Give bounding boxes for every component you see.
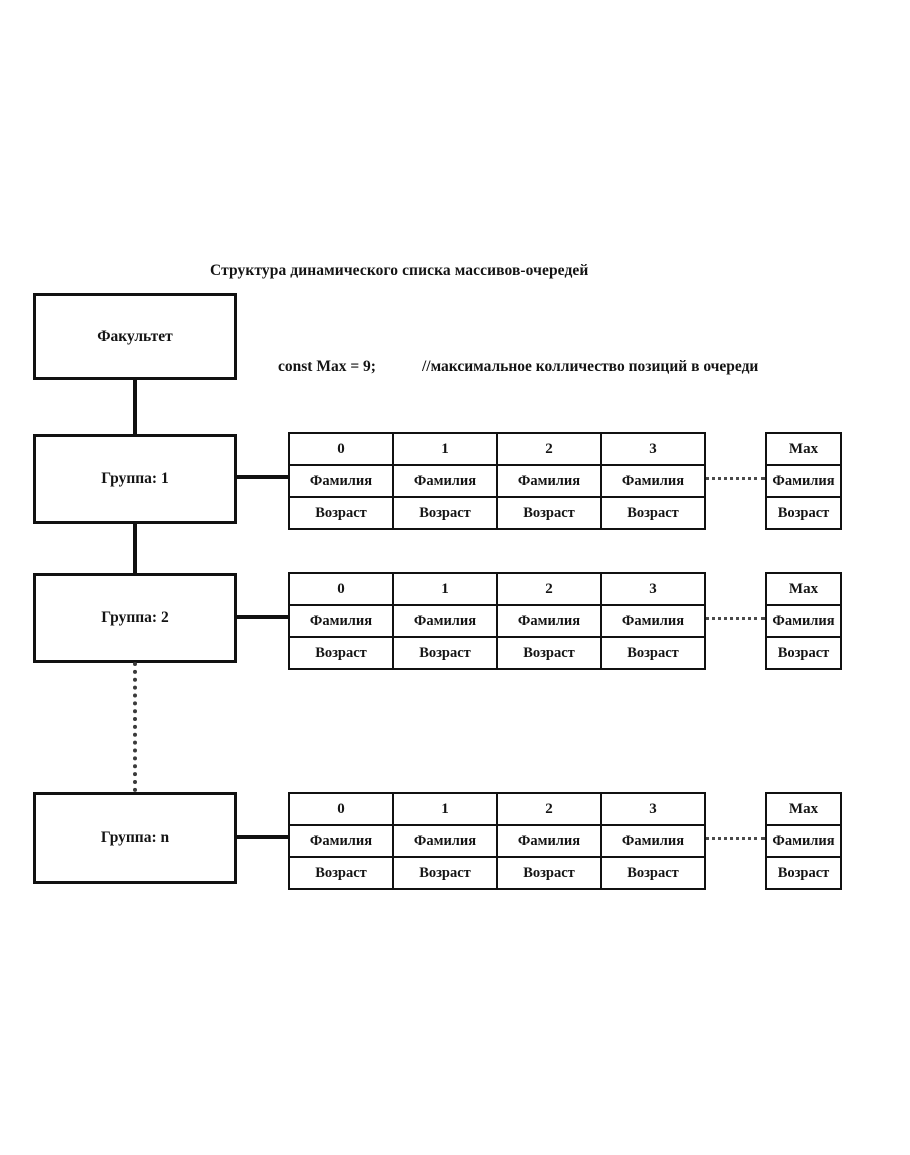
cell-max-index: Max (765, 792, 842, 826)
cell-max-index: Max (765, 572, 842, 606)
node-group-1-label: Группа: 1 (101, 470, 169, 487)
cell-surname-0: Фамилия (288, 464, 394, 498)
node-group-2: Группа: 2 (33, 573, 237, 663)
cell-age-1: Возраст (392, 856, 498, 890)
cell-index-0: 0 (288, 432, 394, 466)
table-row-ages: Возраст Возраст Возраст Возраст (288, 496, 706, 530)
cell-max-age: Возраст (765, 856, 842, 890)
cell-max-surname: Фамилия (765, 604, 842, 638)
table-row-surnames: Фамилия Фамилия Фамилия Фамилия (288, 824, 706, 858)
table-row-max-surname: Фамилия (765, 464, 842, 498)
cell-surname-1: Фамилия (392, 824, 498, 858)
cell-age-2: Возраст (496, 636, 602, 670)
cell-index-2: 2 (496, 432, 602, 466)
table-row-max-age: Возраст (765, 496, 842, 530)
queue-array-1-max-column: Max Фамилия Возраст (765, 432, 842, 530)
cell-max-surname: Фамилия (765, 824, 842, 858)
connector-faculty-to-group-1 (133, 378, 137, 436)
queue-array-n: 0 1 2 3 Фамилия Фамилия Фамилия Фамилия … (288, 792, 706, 890)
cell-index-3: 3 (600, 792, 706, 826)
cell-index-2: 2 (496, 572, 602, 606)
cell-surname-3: Фамилия (600, 604, 706, 638)
table-row-max-index: Max (765, 572, 842, 606)
table-row-indices: 0 1 2 3 (288, 572, 706, 606)
const-comment-text: //максимальное колличество позиций в оче… (421, 358, 759, 375)
cell-max-age: Возраст (765, 496, 842, 530)
cell-index-1: 1 (392, 572, 498, 606)
cell-age-2: Возраст (496, 496, 602, 530)
cell-age-1: Возраст (392, 636, 498, 670)
queue-array-n-max-column: Max Фамилия Возраст (765, 792, 842, 890)
node-faculty-label: Факультет (97, 327, 173, 345)
table-row-ages: Возраст Возраст Возраст Возраст (288, 856, 706, 890)
cell-surname-2: Фамилия (496, 464, 602, 498)
node-faculty: Факультет (33, 293, 237, 380)
cell-surname-3: Фамилия (600, 824, 706, 858)
table-row-surnames: Фамилия Фамилия Фамилия Фамилия (288, 464, 706, 498)
cell-index-0: 0 (288, 572, 394, 606)
cell-surname-2: Фамилия (496, 824, 602, 858)
const-declaration-text: const Max = 9; (278, 358, 376, 375)
diagram-title: Структура динамического списка массивов-… (210, 262, 589, 279)
cell-index-0: 0 (288, 792, 394, 826)
table-row-max-age: Возраст (765, 636, 842, 670)
table-row-max-index: Max (765, 792, 842, 826)
connector-group-1-to-group-2 (133, 522, 137, 575)
cell-surname-0: Фамилия (288, 824, 394, 858)
table-row-surnames: Фамилия Фамилия Фамилия Фамилия (288, 604, 706, 638)
queue-array-1: 0 1 2 3 Фамилия Фамилия Фамилия Фамилия … (288, 432, 706, 530)
cell-age-3: Возраст (600, 856, 706, 890)
table-row-indices: 0 1 2 3 (288, 432, 706, 466)
table-row-max-surname: Фамилия (765, 604, 842, 638)
node-group-n-label: Группа: n (100, 829, 170, 846)
cell-index-1: 1 (392, 792, 498, 826)
cell-age-1: Возраст (392, 496, 498, 530)
connector-group-2-to-array (235, 615, 290, 619)
queue-array-2: 0 1 2 3 Фамилия Фамилия Фамилия Фамилия … (288, 572, 706, 670)
cell-age-0: Возраст (288, 636, 394, 670)
connector-group-n-to-array (235, 835, 290, 839)
cell-age-2: Возраст (496, 856, 602, 890)
cell-surname-1: Фамилия (392, 464, 498, 498)
cell-max-age: Возраст (765, 636, 842, 670)
connector-array-3-to-max-dotted (699, 837, 765, 840)
cell-index-3: 3 (600, 432, 706, 466)
connector-array-1-to-max-dotted (699, 477, 765, 480)
cell-age-0: Возраст (288, 496, 394, 530)
connector-array-2-to-max-dotted (699, 617, 765, 620)
queue-array-2-max-column: Max Фамилия Возраст (765, 572, 842, 670)
table-row-max-age: Возраст (765, 856, 842, 890)
connector-group-2-to-group-n-dotted (133, 662, 137, 792)
cell-max-surname: Фамилия (765, 464, 842, 498)
cell-index-1: 1 (392, 432, 498, 466)
cell-surname-1: Фамилия (392, 604, 498, 638)
node-group-2-label: Группа: 2 (101, 609, 169, 626)
node-group-n: Группа: n (33, 792, 237, 884)
const-declaration-line: const Max = 9; //максимальное колличество… (278, 358, 758, 376)
table-row-ages: Возраст Возраст Возраст Возраст (288, 636, 706, 670)
cell-max-index: Max (765, 432, 842, 466)
cell-age-3: Возраст (600, 496, 706, 530)
node-group-1: Группа: 1 (33, 434, 237, 524)
connector-group-1-to-array (235, 475, 290, 479)
cell-index-2: 2 (496, 792, 602, 826)
cell-age-0: Возраст (288, 856, 394, 890)
table-row-max-index: Max (765, 432, 842, 466)
cell-surname-2: Фамилия (496, 604, 602, 638)
cell-surname-3: Фамилия (600, 464, 706, 498)
table-row-indices: 0 1 2 3 (288, 792, 706, 826)
cell-index-3: 3 (600, 572, 706, 606)
table-row-max-surname: Фамилия (765, 824, 842, 858)
cell-age-3: Возраст (600, 636, 706, 670)
cell-surname-0: Фамилия (288, 604, 394, 638)
